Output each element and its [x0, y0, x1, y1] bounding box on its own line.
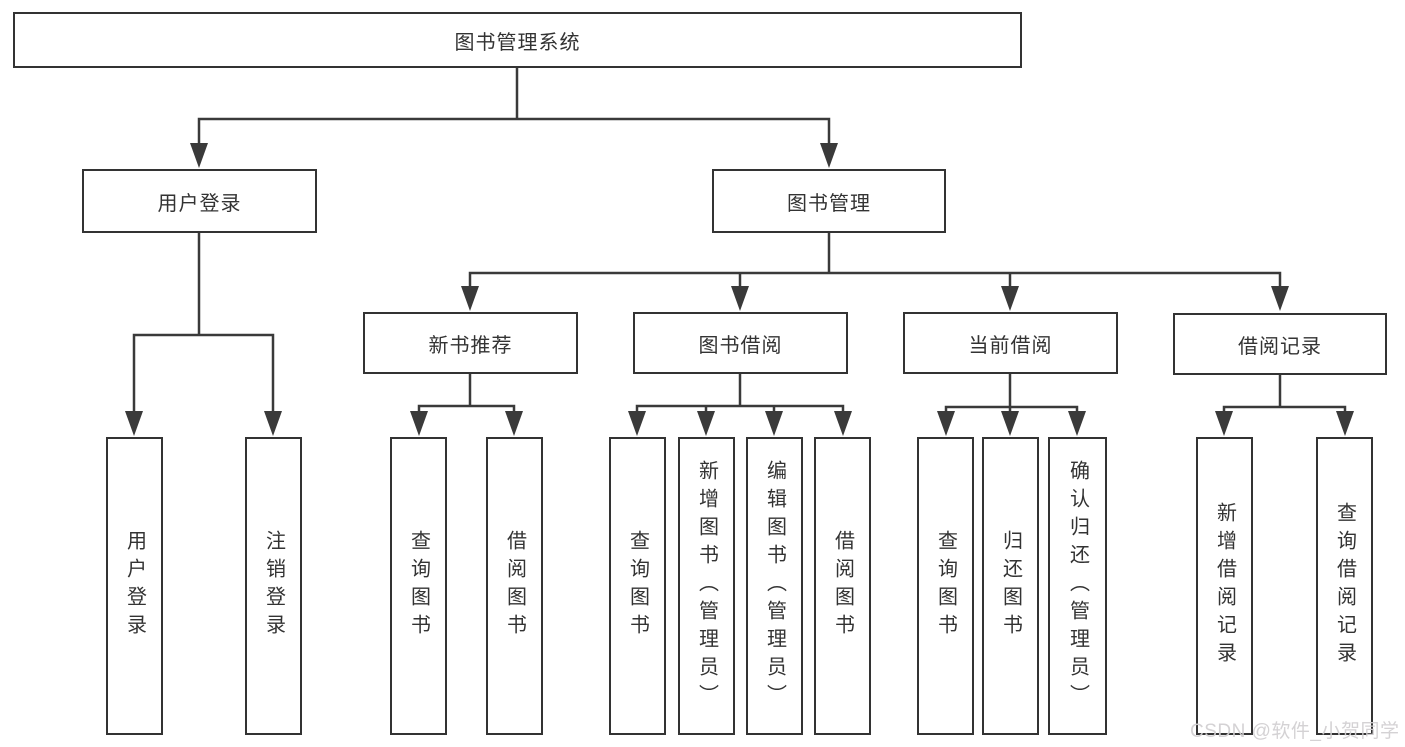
node-root: 图书管理系统 [13, 12, 1022, 68]
leaf-query-books-recommend: 查询图书 [390, 437, 447, 735]
leaf-query-books-current: 查询图书 [917, 437, 974, 735]
node-book-management: 图书管理 [712, 169, 946, 233]
leaf-return-book: 归还图书 [982, 437, 1039, 735]
watermark: CSDN @软件_小贺同学 [1190, 721, 1400, 742]
node-book-borrow: 图书借阅 [633, 312, 848, 374]
leaf-user-login: 用户登录 [106, 437, 163, 735]
leaf-query-books-borrow: 查询图书 [609, 437, 666, 735]
leaf-add-book-admin: 新增图书（管理员） [678, 437, 735, 735]
leaf-borrow-books: 借阅图书 [814, 437, 871, 735]
leaf-confirm-return-admin: 确认归还（管理员） [1048, 437, 1107, 735]
leaf-query-borrow-record: 查询借阅记录 [1316, 437, 1373, 735]
node-current-borrow: 当前借阅 [903, 312, 1118, 374]
leaf-edit-book-admin: 编辑图书（管理员） [746, 437, 803, 735]
leaf-borrow-books-recommend: 借阅图书 [486, 437, 543, 735]
node-user-login: 用户登录 [82, 169, 317, 233]
node-borrow-records: 借阅记录 [1173, 313, 1387, 375]
leaf-add-borrow-record: 新增借阅记录 [1196, 437, 1253, 735]
leaf-logout: 注销登录 [245, 437, 302, 735]
node-new-book-recommend: 新书推荐 [363, 312, 578, 374]
